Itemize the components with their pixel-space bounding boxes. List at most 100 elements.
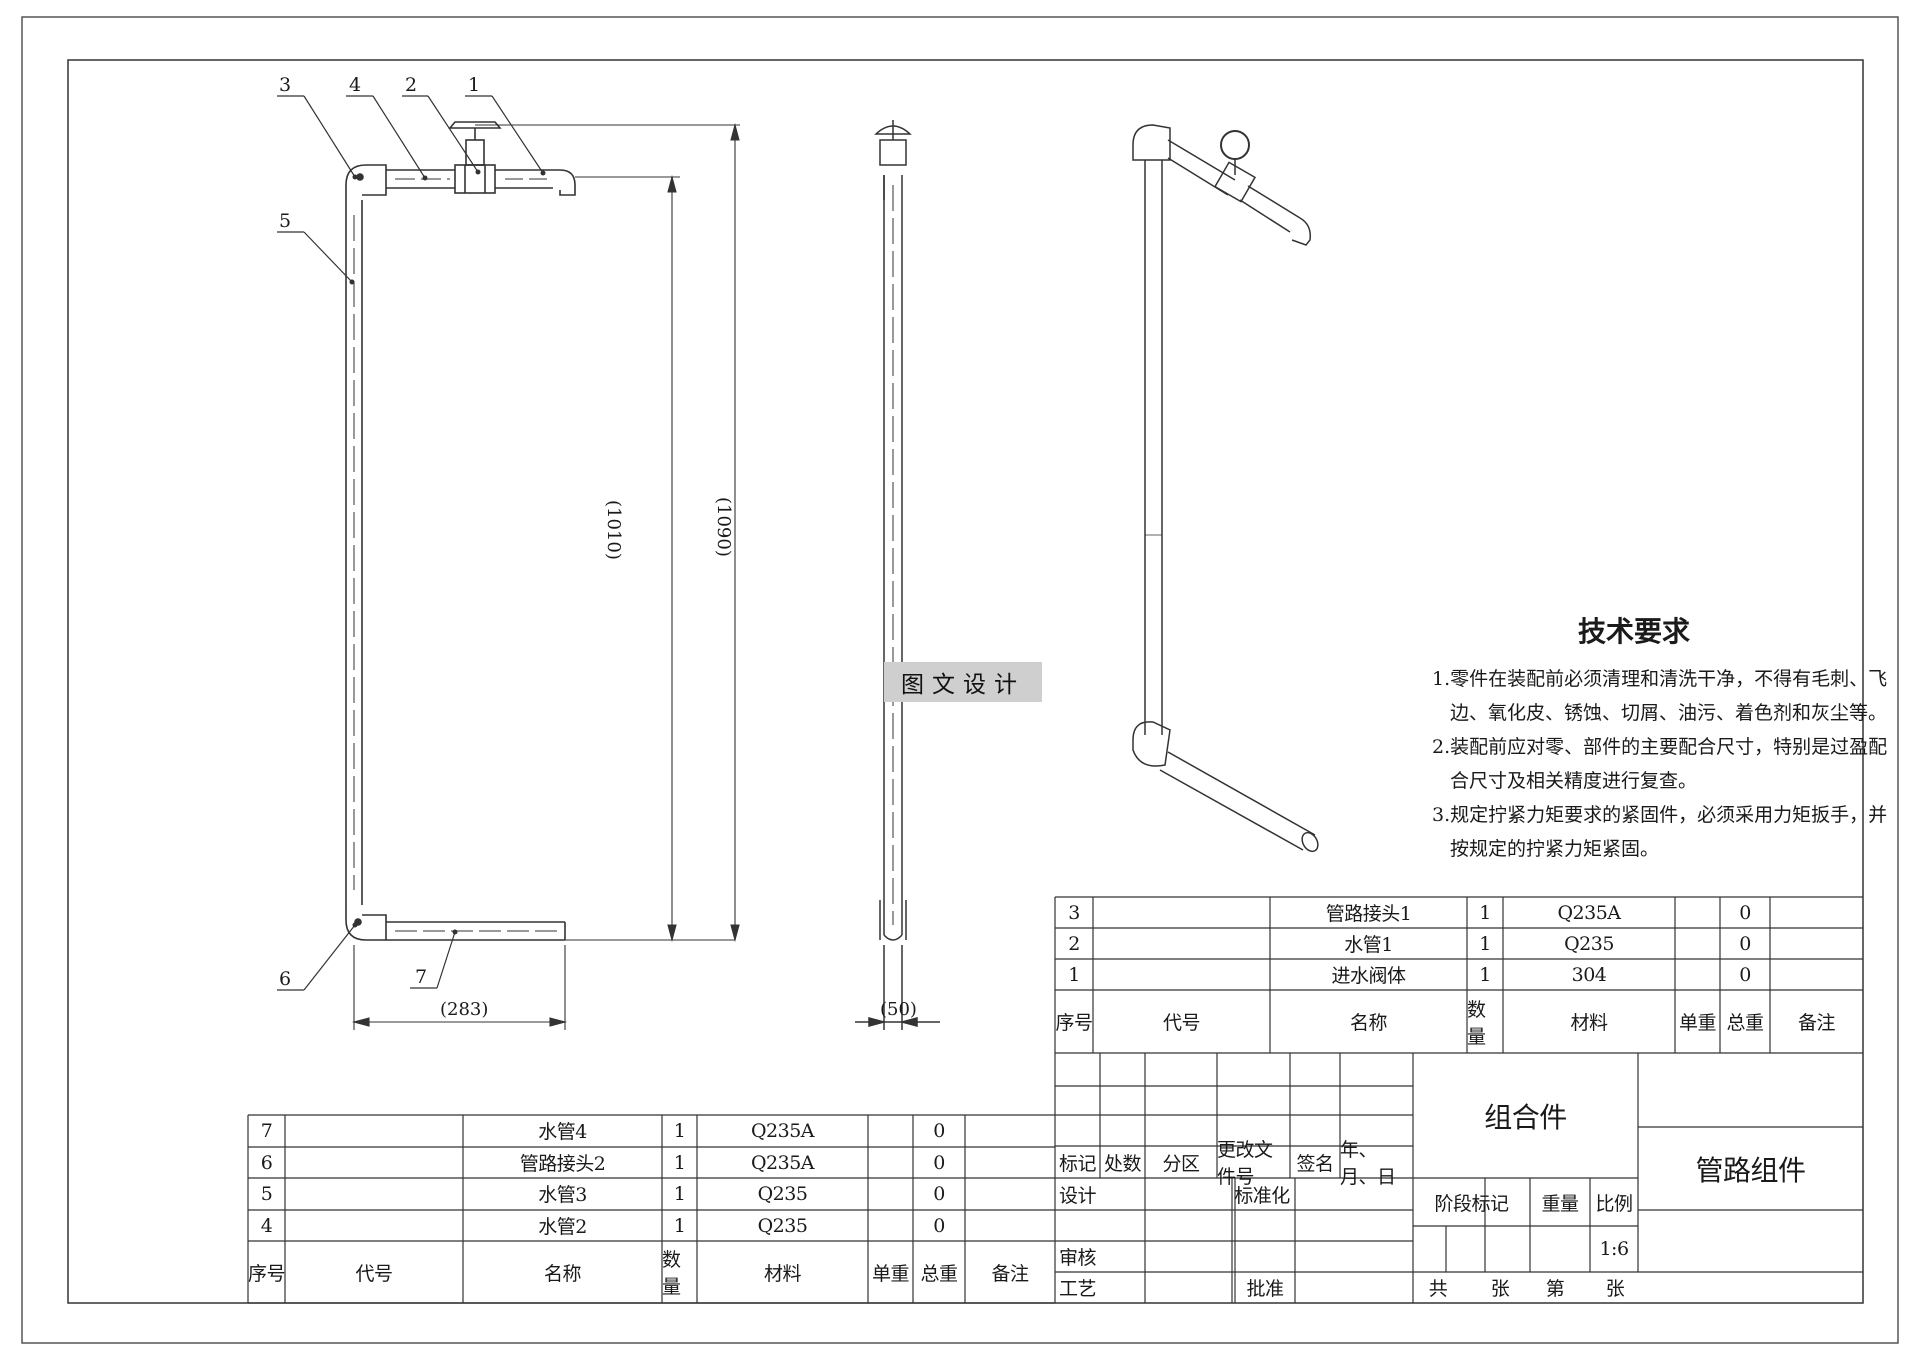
bom-left-row-6-qty: 1 — [673, 1151, 686, 1174]
bom-right-header-unit: 单重 — [1678, 1012, 1717, 1034]
rev-header-date: 年、月、日 — [1340, 1139, 1396, 1188]
watermark-label: 图文设计 — [884, 662, 1042, 702]
bom-right-row-2-note — [1770, 928, 1863, 959]
sheet-total-unit: 张 — [1490, 1278, 1510, 1300]
tech-line-6: 按规定的拧紧力矩紧固。 — [1450, 838, 1660, 860]
bom-right-lines — [1054, 896, 1863, 1303]
bom-right-row-3-note — [1770, 897, 1863, 928]
bom-right-row-2-unit — [1675, 928, 1720, 959]
rev-header-docno: 更改文件号 — [1217, 1139, 1273, 1188]
bom-left-row-6-no: 6 — [260, 1151, 273, 1174]
rev-header-count: 处数 — [1103, 1152, 1142, 1175]
bom-right-row-1-qty: 1 — [1479, 963, 1491, 986]
drawing-name: 管路组件 — [1695, 1153, 1806, 1187]
balloon-4: 4 — [349, 74, 362, 96]
bom-left-row-7-unit — [868, 1115, 913, 1146]
dimension-lines — [351, 122, 740, 1030]
bom-left-header-name: 名称 — [543, 1262, 582, 1285]
bom-left-row-7-total: 0 — [933, 1119, 945, 1142]
balloon-dots — [349, 169, 546, 935]
tech-line-4: 合尺寸及相关精度进行复查。 — [1450, 770, 1698, 792]
weight-label: 重量 — [1541, 1192, 1579, 1215]
sheet-index-label: 第 — [1545, 1278, 1565, 1300]
dim-bottom-width: (283) — [440, 999, 489, 1020]
bom-left-lines — [247, 1114, 1055, 1304]
design-label: 设计 — [1058, 1184, 1097, 1207]
bom-right-row-1-mat: 304 — [1571, 963, 1607, 986]
approve-label: 批准 — [1246, 1278, 1284, 1300]
rev-header-sign: 签名 — [1296, 1152, 1334, 1175]
bom-left-header-note: 备注 — [991, 1262, 1029, 1285]
balloon-7: 7 — [415, 966, 428, 988]
bom-left-row-5-note — [965, 1178, 1055, 1209]
bom-left-header-code: 代号 — [355, 1262, 393, 1285]
bom-right-header-code: 代号 — [1162, 1012, 1201, 1034]
dim-outer-height: (1090) — [713, 497, 734, 557]
dim-side-width: (50) — [880, 999, 917, 1020]
bom-left-row-7-code — [285, 1115, 463, 1146]
bom-right-row-1-code — [1093, 959, 1270, 990]
bom-left-row-6-note — [965, 1147, 1055, 1178]
bom-left-row-5-unit — [868, 1178, 913, 1209]
tech-title: 技术要求 — [1578, 615, 1691, 648]
bom-left-row-5-total: 0 — [933, 1182, 945, 1205]
bom-right-row-1-name: 进水阀体 — [1331, 965, 1406, 987]
bom-left-row-4-code — [285, 1210, 463, 1241]
bom-left-row-5-code — [285, 1178, 463, 1209]
tech-line-3: 2.装配前应对零、部件的主要配合尺寸，特别是过盈配 — [1432, 736, 1888, 758]
tech-requirements: 1.零件在装配前必须清理和清洗干净，不得有毛刺、飞 边、氧化皮、锈蚀、切屑、油污… — [1432, 662, 1888, 866]
bom-left-row-6-name: 管路接头2 — [519, 1153, 606, 1175]
bom-left-header-no: 序号 — [248, 1262, 286, 1285]
bom-right-row-3-total: 0 — [1739, 901, 1751, 924]
bom-right-row-1-no: 1 — [1068, 963, 1080, 986]
tech-line-1: 1.零件在装配前必须清理和清洗干净，不得有毛刺、飞 — [1432, 668, 1888, 690]
bom-left-row-6-code — [285, 1147, 463, 1178]
bom-right-header-qty: 数量 — [1467, 998, 1486, 1048]
sheet-total-label: 共 — [1428, 1278, 1448, 1300]
tech-line-5: 3.规定拧紧力矩要求的紧固件，必须采用力矩扳手，并 — [1432, 804, 1888, 826]
bom-right-header-mat: 材料 — [1570, 1012, 1608, 1034]
bom-left-row-4-total: 0 — [933, 1214, 945, 1237]
title-block-lines — [1055, 1053, 1863, 1303]
scale-value: 1:6 — [1599, 1238, 1629, 1260]
balloon-1: 1 — [468, 74, 481, 96]
dim-inner-height: (1010) — [603, 500, 624, 560]
bom-left-row-7-no: 7 — [260, 1119, 273, 1142]
rev-header-zone: 分区 — [1162, 1152, 1200, 1175]
bom-right-header-name: 名称 — [1349, 1012, 1388, 1034]
bom-right-header-no: 序号 — [1055, 1012, 1093, 1034]
bom-right-row-2-name: 水管1 — [1344, 934, 1393, 956]
review-label: 审核 — [1058, 1247, 1097, 1269]
bom-right-row-2-total: 0 — [1739, 932, 1751, 955]
balloon-5: 5 — [279, 210, 292, 232]
scale-label: 比例 — [1595, 1192, 1633, 1215]
bom-left-row-4-mat: Q235 — [757, 1214, 808, 1237]
bom-left-header-qty: 数量 — [662, 1249, 681, 1298]
bom-left-header-total: 总重 — [920, 1262, 958, 1285]
standardization-label: 标准化 — [1234, 1184, 1290, 1207]
part-type: 组合件 — [1484, 1100, 1567, 1134]
bom-right-row-2-mat: Q235 — [1564, 932, 1614, 955]
bom-left-row-4-qty: 1 — [673, 1214, 686, 1237]
bom-left-header-unit: 单重 — [871, 1262, 910, 1285]
bom-right-row-3-mat: Q235A — [1557, 901, 1621, 924]
bom-right-row-2-code — [1093, 928, 1270, 959]
bom-right-row-3-code — [1093, 897, 1270, 928]
process-label: 工艺 — [1058, 1278, 1097, 1300]
balloon-leaders — [277, 95, 544, 991]
rev-header-mark: 标记 — [1058, 1152, 1097, 1175]
tech-line-2: 边、氧化皮、锈蚀、切屑、油污、着色剂和灰尘等。 — [1450, 702, 1888, 724]
bom-left-row-5-mat: Q235 — [757, 1182, 808, 1205]
bom-left-row-4-name: 水管2 — [538, 1216, 587, 1238]
bom-left-row-5-name: 水管3 — [538, 1184, 587, 1206]
bom-left-header-mat: 材料 — [763, 1262, 802, 1285]
bom-left-row-7-qty: 1 — [673, 1119, 686, 1142]
side-view — [855, 120, 940, 1030]
balloon-6: 6 — [279, 968, 292, 990]
bom-right-row-2-qty: 1 — [1479, 932, 1491, 955]
bom-right-row-3-unit — [1675, 897, 1720, 928]
bom-right-row-3-qty: 1 — [1479, 901, 1491, 924]
isometric-view — [1132, 124, 1319, 853]
balloon-2: 2 — [405, 74, 418, 96]
